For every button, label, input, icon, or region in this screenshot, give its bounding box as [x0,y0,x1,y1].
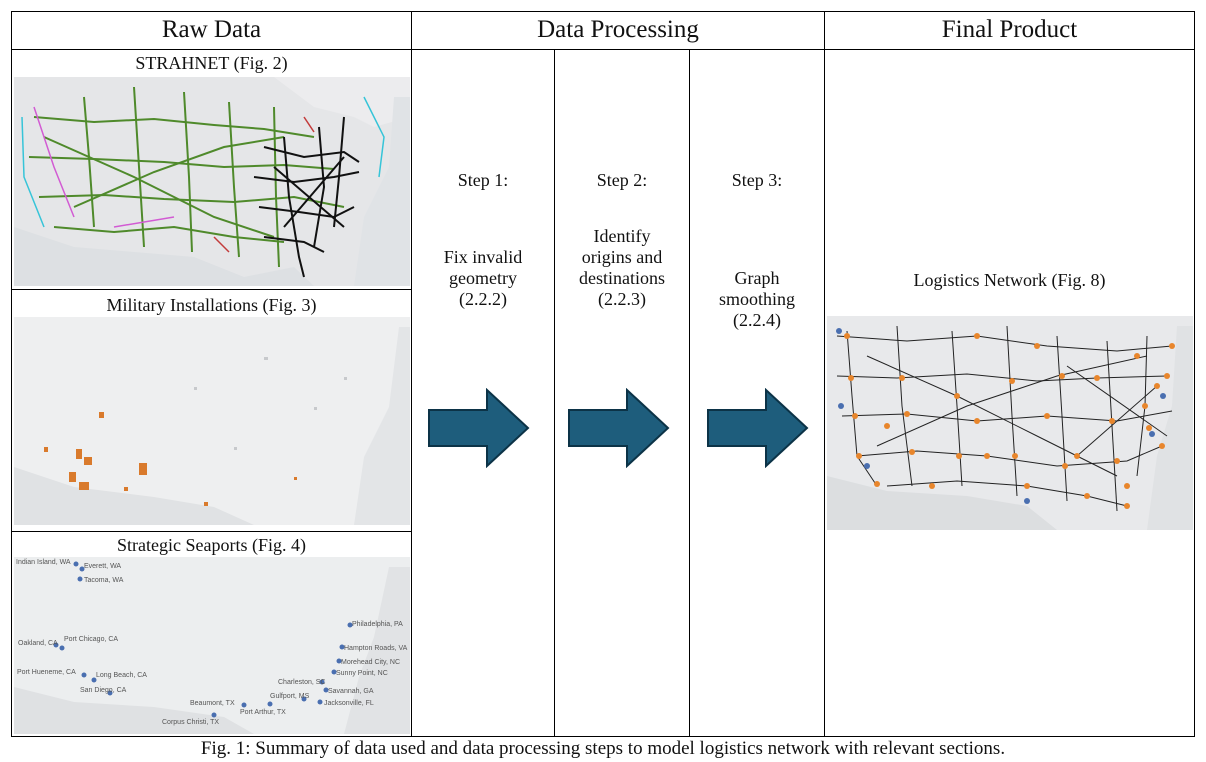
seaport-label: Savannah, GA [328,688,374,695]
step-3-text: Graph smoothing [718,268,795,309]
header-data-processing: Data Processing [537,16,699,43]
step-2-title: Step 2: [596,170,648,190]
seaport-label: Beaumont, TX [190,700,235,707]
seaport-label: Tacoma, WA [84,577,124,584]
step-1: Step 1: Fix invalid geometry (2.2.2) [412,170,554,310]
col-divider-step1 [554,49,555,737]
strahnet-map [14,77,410,286]
seaport-label: Indian Island, WA [16,559,71,566]
row-divider-1 [11,289,412,290]
col-divider-final [824,11,825,737]
strahnet-label: STRAHNET (Fig. 2) [135,53,288,73]
step-3: Step 3: Graph smoothing (2.2.4) [690,170,824,331]
header-raw-data: Raw Data [161,16,262,43]
figure-caption: Fig. 1: Summary of data used and data pr… [200,738,1006,759]
right-arrow-icon [428,388,530,468]
table-right-border [1194,11,1195,737]
step-3-title: Step 3: [731,170,783,190]
seaport-label: Sunny Point, NC [336,670,388,677]
seaport-label: Port Arthur, TX [240,709,286,716]
logistics-network-label: Logistics Network (Fig. 8) [913,270,1106,290]
seaport-label: Hampton Roads, VA [344,645,408,652]
right-arrow-icon [707,388,809,468]
step-1-section: (2.2.2) [459,289,507,309]
seaport-label: Corpus Christi, TX [162,719,219,726]
installations-label: Military Installations (Fig. 3) [106,295,317,315]
seaports-map: Indian Island, WA Everett, WA Tacoma, WA… [14,557,410,734]
step-3-section: (2.2.4) [733,310,781,330]
step-2-section: (2.2.3) [598,289,646,309]
seaport-label: Morehead City, NC [341,659,400,666]
step-2-text: Identify origins and destinations [579,226,665,288]
header-bottom-border [11,49,1195,50]
step-1-text: Fix invalid geometry [443,247,523,288]
seaport-label: Charleston, SC [278,679,325,686]
seaport-label: Oakland, CA [18,640,58,647]
seaport-label: Long Beach, CA [96,672,147,679]
col-divider-raw [411,11,412,737]
seaports-label: Strategic Seaports (Fig. 4) [117,535,306,555]
seaport-label: Everett, WA [84,563,121,570]
table-top-border [11,11,1195,12]
seaport-label: Philadelphia, PA [352,621,403,628]
step-1-title: Step 1: [457,170,509,190]
right-arrow-icon [568,388,670,468]
logistics-network-map [827,316,1193,530]
step-2: Step 2: Identify origins and destination… [555,170,689,310]
col-divider-step2 [689,49,690,737]
seaport-label: Port Hueneme, CA [17,669,76,676]
row-divider-2 [11,531,412,532]
installations-map [14,317,410,525]
seaport-label: San Diego, CA [80,687,127,694]
table-left-border [11,11,12,737]
header-final-product: Final Product [941,16,1078,43]
seaport-label: Jacksonville, FL [324,700,374,707]
seaport-label: Gulfport, MS [270,693,310,700]
seaport-label: Port Chicago, CA [64,636,118,643]
table-bottom-border [11,736,1195,737]
